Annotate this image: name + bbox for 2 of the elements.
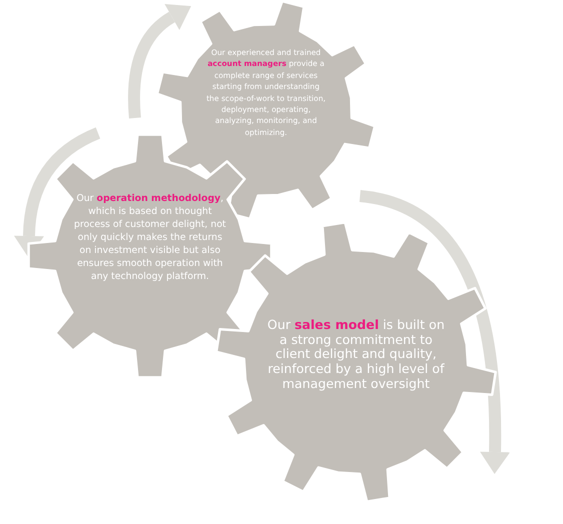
gear-text: Our operation methodology, which is based on thought process of customer delight, not only quickly makes the returns on investment visible but also ensures smooth operation with any technology platform. (73, 193, 227, 284)
gear-text: Our sales model is built on a strong commitment to client delight and quality, reinforced by a high level of management oversight (266, 318, 446, 392)
